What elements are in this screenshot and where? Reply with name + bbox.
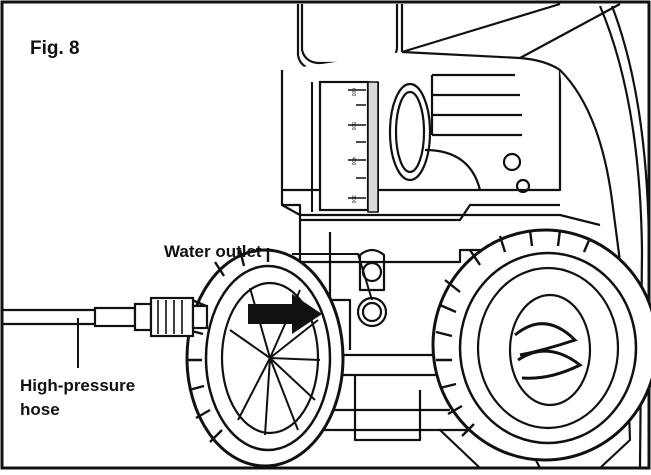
high-pressure-hose (3, 296, 209, 338)
hose-label-line-1: High-pressure (20, 376, 136, 395)
tank-mark-600: 600 (350, 88, 356, 97)
right-wheel (431, 228, 651, 462)
tank-mark-500: 500 (350, 122, 356, 131)
water-outlet-label: Water outlet (164, 242, 262, 261)
hose-label-line-2: hose (20, 400, 60, 419)
water-outlet-leader (292, 253, 373, 301)
tank-mark-400: 400 (350, 157, 356, 166)
direction-arrow (248, 294, 322, 334)
tank-mark-300: 300 (350, 195, 356, 204)
water-tank: 600 500 400 300 (311, 80, 379, 213)
left-wheel (185, 248, 345, 468)
figure-label: Fig. 8 (30, 38, 80, 59)
